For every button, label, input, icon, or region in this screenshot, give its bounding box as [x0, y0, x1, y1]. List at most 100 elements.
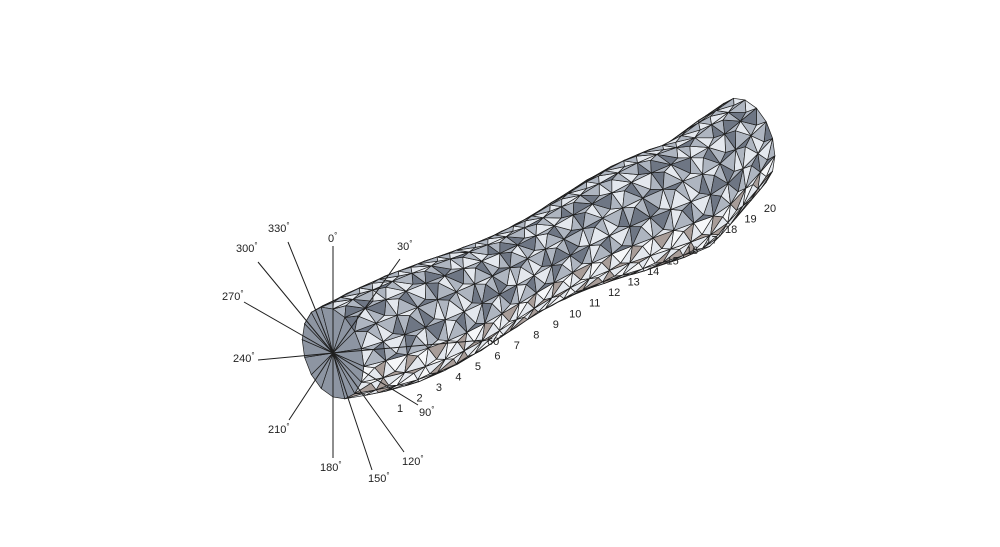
angle-spoke-240 [257, 352, 334, 361]
angle-label-300: 300° [236, 241, 258, 255]
tube-facet [392, 272, 414, 285]
tube-facet [592, 192, 613, 210]
segment-label-18: 18 [725, 224, 737, 236]
angle-labels: 0°30°60°90°120°150°180°210°240°270°300°3… [222, 221, 502, 485]
tube-facet [637, 154, 658, 164]
tube-facet [535, 225, 555, 237]
tube-facet [359, 278, 380, 289]
tube-facet [517, 235, 537, 251]
faceted-tube [301, 97, 776, 400]
tube-facet [680, 122, 701, 136]
tube-facet [708, 133, 726, 153]
tube-facet [549, 193, 569, 206]
tube-facet [724, 120, 741, 135]
segment-label-8: 8 [533, 329, 539, 341]
tube-facet [561, 194, 581, 208]
segment-label-12: 12 [608, 287, 620, 299]
segment-label-19: 19 [744, 214, 756, 226]
segment-label-14: 14 [647, 266, 659, 278]
tube-facet [662, 135, 682, 146]
tube-facet [481, 253, 501, 269]
tube-facet [417, 256, 438, 265]
angle-spoke-90 [332, 352, 419, 406]
tube-facet [332, 299, 354, 310]
tube-facet [425, 275, 446, 284]
tube-facet [572, 203, 593, 216]
tube-facet [604, 160, 625, 172]
segment-label-9: 9 [553, 319, 559, 331]
tube-facet [728, 99, 747, 113]
tube-facet [656, 147, 679, 159]
angle-label-0: 0° [328, 231, 337, 245]
angle-spoke-30 [332, 258, 401, 354]
angle-label-60: 60° [487, 334, 502, 348]
angle-spoke-270 [243, 301, 334, 354]
tube-facet [705, 102, 725, 117]
segment-label-2: 2 [416, 393, 422, 405]
angle-spoke-210 [288, 352, 334, 421]
segment-label-16: 16 [686, 245, 698, 257]
tube-facet [475, 234, 496, 244]
angle-label-150: 150° [368, 471, 390, 485]
tube-facet [669, 128, 688, 142]
angle-label-120: 120° [402, 454, 424, 468]
segment-label-6: 6 [494, 350, 500, 362]
tube-facet [676, 137, 696, 148]
segment-label-15: 15 [666, 256, 678, 268]
tube-facet [524, 217, 544, 229]
tube-facet [499, 244, 519, 254]
tube-facet [554, 214, 574, 231]
tube-facet [463, 260, 483, 269]
tube-facet [557, 187, 577, 200]
angle-spoke-300 [257, 261, 334, 354]
tube-facet [694, 124, 714, 139]
tube-facet [339, 287, 361, 298]
angle-label-210: 210° [268, 422, 290, 436]
angle-label-180: 180° [320, 460, 342, 474]
segment-label-11: 11 [589, 298, 600, 310]
tube-facet [522, 209, 541, 222]
segment-label-5: 5 [475, 361, 481, 373]
tube-facet [715, 97, 735, 111]
tube-facet [598, 172, 619, 185]
tube-facet [586, 170, 606, 183]
segment-label-3: 3 [436, 382, 442, 394]
segment-label-4: 4 [455, 371, 461, 383]
angle-label-330: 330° [268, 221, 290, 235]
tube-facet [711, 112, 729, 126]
tube-facet [542, 206, 563, 219]
tube-facet [505, 227, 526, 239]
tube-facet [617, 162, 639, 175]
tube-facet [456, 242, 477, 251]
tube-facet [740, 107, 757, 126]
tube-facet [567, 181, 588, 194]
tube-facet [487, 236, 507, 246]
tube-facet [397, 263, 418, 272]
tube-facet [579, 183, 600, 197]
tube-facet [436, 249, 457, 258]
tube-facet [631, 172, 652, 190]
tube-facet [650, 164, 672, 174]
angle-spokes [243, 241, 485, 471]
tube-facet [611, 182, 632, 194]
tube-facet [623, 151, 644, 162]
angle-spoke-60 [332, 339, 485, 354]
segment-label-7: 7 [514, 340, 520, 352]
segment-label-20: 20 [764, 203, 776, 215]
angle-label-270: 270° [222, 289, 244, 303]
tube-facet [698, 110, 717, 124]
angle-spoke-330 [287, 241, 334, 354]
angle-spoke-150 [332, 352, 373, 471]
tube-facet [494, 225, 514, 236]
angle-label-30: 30° [397, 239, 412, 253]
tube-facet [642, 145, 664, 153]
tube-facet [405, 282, 427, 300]
tube-facet [687, 115, 707, 129]
tube-facet [531, 204, 551, 217]
tube-facet [468, 244, 489, 256]
segment-label-17: 17 [705, 235, 717, 247]
segment-label-13: 13 [628, 277, 640, 289]
angle-label-240: 240° [233, 351, 255, 365]
